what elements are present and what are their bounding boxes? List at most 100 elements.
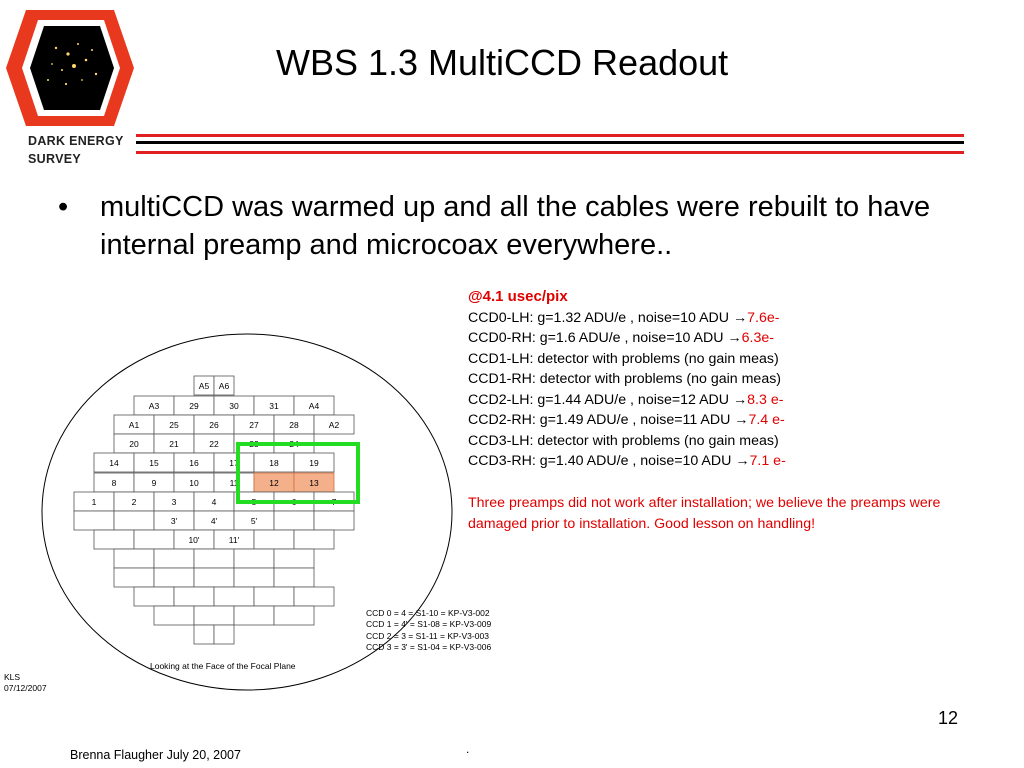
stats-line-result: 6.3e- (741, 330, 774, 346)
stats-line-text: CCD1-LH: detector with problems (no gain… (468, 350, 779, 367)
ccd-cell (133, 586, 175, 607)
stats-line-result: 7.6e- (747, 309, 780, 326)
ccd-cell (73, 510, 115, 531)
ccd-cell (193, 605, 235, 626)
ccd-cell (213, 624, 235, 645)
stats-line-text: CCD2-LH: g=1.44 ADU/e , noise=12 ADU (468, 391, 733, 408)
ccd-cell (313, 510, 355, 531)
ccd-cell (113, 567, 155, 588)
ccd-cell-label: 14 (109, 458, 119, 468)
ccd-cell-label: 10' (188, 535, 199, 545)
ccd-cell-label: 20 (129, 439, 139, 449)
des-logo-graphic (6, 10, 134, 126)
kls-initials: KLS (4, 672, 21, 682)
ccd-cell (273, 510, 315, 531)
bullet-symbol: • (58, 191, 69, 223)
ccd-cell (113, 510, 155, 531)
ccd-cell (293, 452, 335, 473)
page-number: 12 (938, 708, 959, 728)
ccd-cell (133, 529, 175, 550)
ccd-mapping-entry: CCD 3 = 3' = S1-04 = KP-V3-006 (366, 641, 492, 652)
ccd-cell (293, 586, 335, 607)
stats-line-result: 8.3 e- (747, 391, 784, 408)
ccd-cell (253, 529, 295, 550)
stats-line-text: CCD0-RH: g=1.6 ADU/e , noise=10 ADU (468, 330, 728, 346)
stats-lines: CCD0-LH: g=1.32 ADU/e , noise=10 ADU →7.… (468, 308, 988, 472)
logo-text-line1: DARK ENERGY (28, 134, 124, 148)
stats-line-result: 7.1 e- (749, 453, 786, 469)
readout-selection-box (236, 442, 360, 504)
stats-line: CCD3-RH: g=1.40 ADU/e , noise=10 ADU →7.… (468, 451, 988, 472)
kls-stamp: KLS 07/12/2007 (4, 672, 47, 694)
arrow-icon: → (732, 391, 748, 408)
ccd-cell (193, 567, 235, 588)
ccd-cell (233, 567, 275, 588)
ccd-cell (153, 605, 195, 626)
logo-text-line2: SURVEY (28, 152, 81, 166)
ccd-cell-label: 30 (229, 401, 239, 411)
ccd-cell-label: 31 (269, 401, 279, 411)
ccd-cell-label: A3 (149, 401, 160, 411)
ccd-cell-label: 18 (269, 458, 279, 468)
arrow-icon: → (732, 309, 748, 326)
stats-line: CCD3-LH: detector with problems (no gain… (468, 431, 988, 452)
ccd-cell (213, 375, 235, 396)
ccd-cell (293, 529, 335, 550)
ccd-cell (253, 586, 295, 607)
ccd-cell-label: 12 (269, 478, 279, 488)
ccd-cell-label: A2 (329, 420, 340, 430)
ccd-cell-label: 26 (209, 420, 219, 430)
ccd-cell-label: 27 (249, 420, 259, 430)
ccd-cell-label: 16 (189, 458, 199, 468)
ccd-cell-label: A6 (219, 381, 230, 391)
header-rule-red-top (136, 134, 964, 137)
gain-noise-stats: @4.1 usec/pix CCD0-LH: g=1.32 ADU/e , no… (468, 287, 988, 472)
stats-line: CCD1-LH: detector with problems (no gain… (468, 349, 988, 370)
ccd-cell-label: 3' (171, 516, 178, 526)
ccd-cell-label: 4 (212, 497, 217, 507)
ccd-cell (153, 548, 195, 569)
ccd-mapping-entry: CCD 0 = 4 = S1-10 = KP-V3-002 (366, 608, 490, 618)
header-rule-black (136, 141, 964, 144)
ccd-cell-label: 21 (169, 439, 179, 449)
ccd-cell (213, 586, 255, 607)
stats-line: CCD1-RH: detector with problems (no gain… (468, 369, 988, 390)
ccd-cell-label: 1 (92, 497, 97, 507)
ccd-cell-label: 17 (229, 458, 239, 468)
stats-line-text: CCD2-RH: g=1.49 ADU/e , noise=11 ADU (468, 412, 735, 428)
ccd-cell-label: 29 (189, 401, 199, 411)
header-rule-red-bottom (136, 151, 964, 154)
des-logo (4, 4, 136, 132)
stats-line-text: CCD1-RH: detector with problems (no gain… (468, 371, 782, 387)
ccd-cell (313, 414, 355, 435)
focal-plane-circle (41, 333, 453, 691)
ccd-cell-label: 19 (309, 458, 319, 468)
ccd-cell-label: 11' (229, 535, 240, 545)
stats-line-result: 7.4 e- (748, 412, 785, 428)
ccd-cell (193, 548, 235, 569)
ccd-mapping-entry: CCD 1 = 4' = S1-08 = KP-V3-009 (366, 619, 492, 630)
ccd-cell-label: 28 (289, 420, 299, 430)
ccd-cell (113, 548, 155, 569)
ccd-cell (153, 567, 195, 588)
ccd-mapping-entry: CCD 2 = 3 = S1-11 = KP-V3-003 (366, 630, 489, 641)
ccd-cell (273, 567, 315, 588)
ccd-cell-label: 15 (149, 458, 159, 468)
ccd-cell (233, 548, 275, 569)
stats-line-text: CCD3-RH: g=1.40 ADU/e , noise=10 ADU (468, 453, 736, 469)
stats-line: CCD2-LH: g=1.44 ADU/e , noise=12 ADU →8.… (468, 390, 988, 411)
ccd-cell-label: 10 (189, 478, 199, 488)
ccd-cell-label: 2 (132, 497, 137, 507)
ccd-cell (273, 605, 315, 626)
ccd-cell (233, 605, 275, 626)
ccd-cell-label: 9 (152, 478, 157, 488)
ccd-cell-label: 4' (211, 516, 218, 526)
ccd-cell-label: 22 (209, 439, 219, 449)
stats-line-text: CCD0-LH: g=1.32 ADU/e , noise=10 ADU (468, 309, 733, 326)
ccd-cell (273, 548, 315, 569)
ccd-cell-label: A4 (309, 401, 320, 411)
ccd-cell (93, 529, 135, 550)
ccd-cell-label: A5 (199, 381, 210, 391)
